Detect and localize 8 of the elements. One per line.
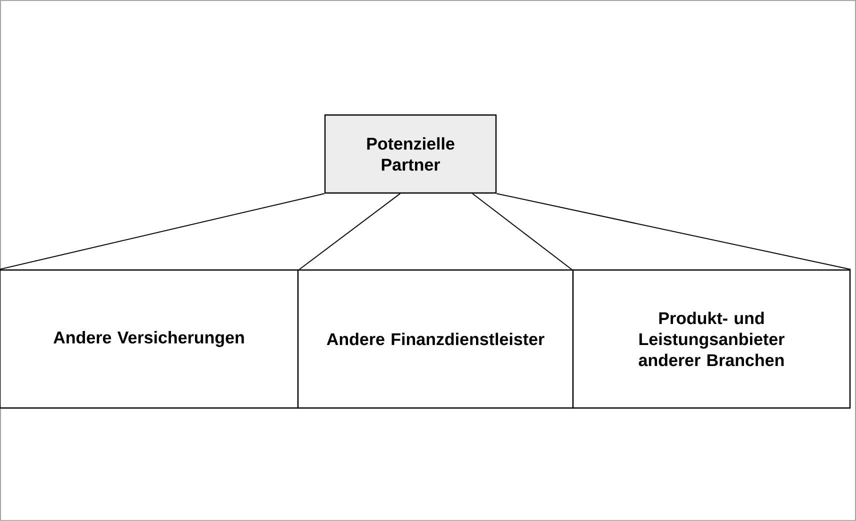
connector-line [0,193,325,270]
category-box: Andere Finanzdienstleister [297,269,574,409]
connector-line [496,193,852,270]
category-box: Produkt- und Leistungsanbieter anderer Branchen [572,269,851,409]
connector-line [472,193,572,270]
category-box: Andere Versicherungen [0,269,299,409]
group-box: Potenzielle Partner [324,114,497,194]
connector-line [298,193,401,270]
